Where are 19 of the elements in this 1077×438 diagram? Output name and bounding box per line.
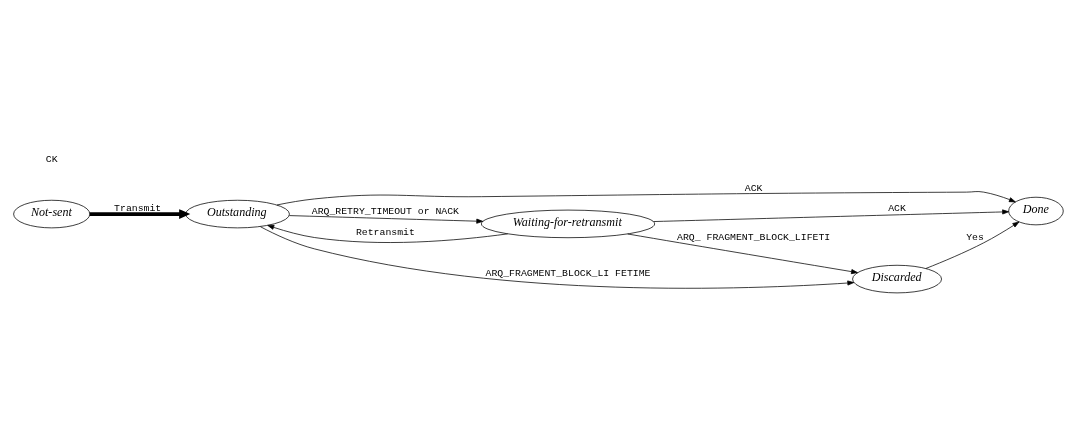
label: CK — [45, 153, 58, 165]
arrow — [267, 224, 509, 243]
node-ellipse: Waiting-for-retransmit — [481, 209, 656, 238]
arrow — [288, 214, 484, 224]
arrow — [276, 190, 1016, 205]
edge-label: ARQ_FRAGMENT_BLOCK_LI FETIME — [485, 267, 651, 279]
arrow — [89, 208, 191, 219]
edge-label: Transmit — [114, 202, 162, 214]
edge-label: ACK — [888, 202, 906, 214]
edge-label: ARQ_ FRAGMENT_BLOCK_LIFETI — [677, 231, 831, 243]
arrow — [653, 208, 1009, 222]
edge-label: ACK — [744, 182, 763, 194]
edge-label: Yes — [966, 231, 984, 243]
arrow — [627, 233, 858, 274]
edge-label: Retransmit — [355, 226, 415, 238]
node-ellipse: Not-sent — [13, 199, 91, 228]
edge-label: ARQ_RETRY_TIMEOUT or NACK — [311, 205, 460, 217]
arrow — [925, 221, 1020, 269]
arrow — [260, 225, 855, 289]
